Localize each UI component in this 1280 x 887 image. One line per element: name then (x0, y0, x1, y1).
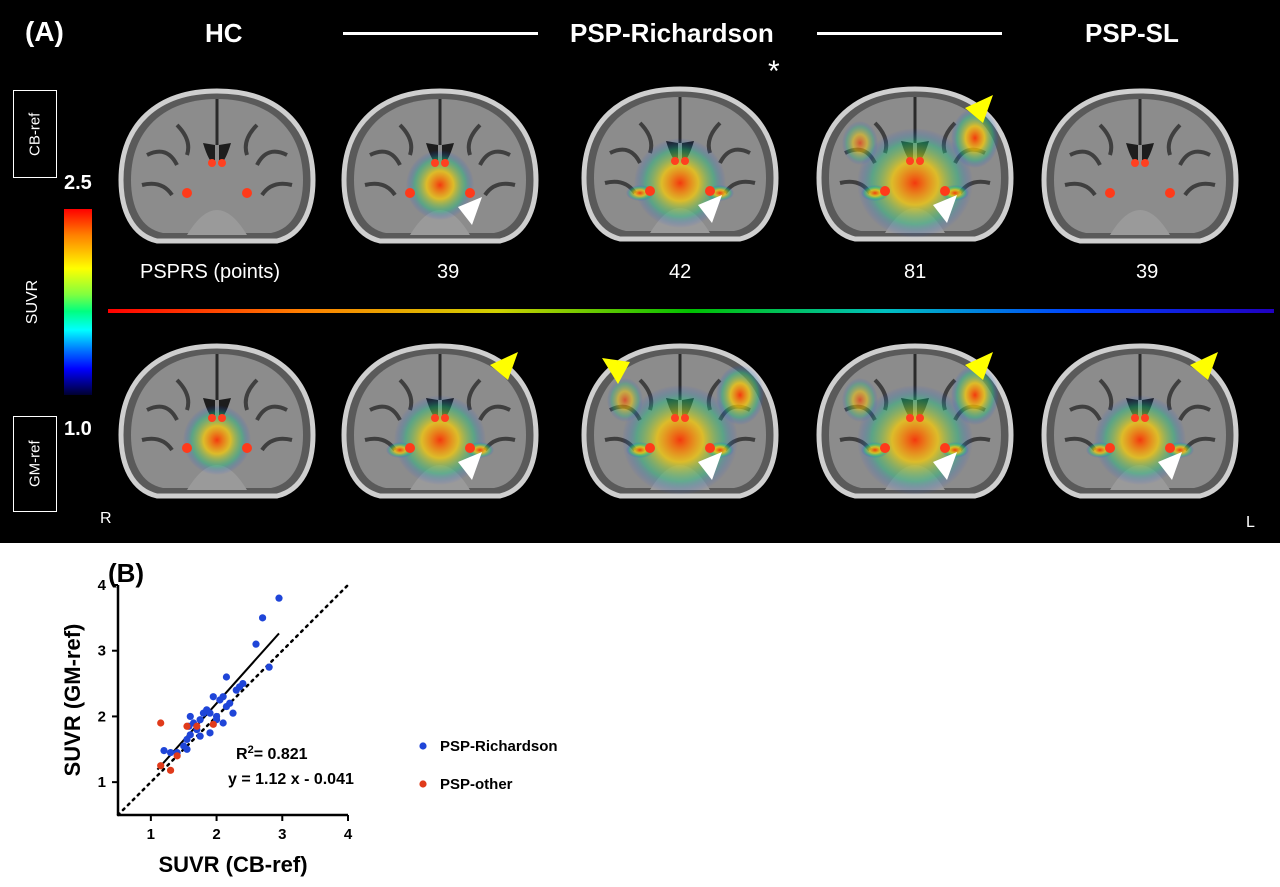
brain-scan (117, 85, 317, 245)
header-line-right (817, 32, 1002, 35)
gm-ref-label: GM-ref (26, 440, 44, 488)
orientation-left: L (1246, 514, 1255, 531)
psprs-value-1: 39 (437, 261, 460, 283)
brain-scan (340, 85, 540, 245)
data-point (209, 693, 217, 701)
psprs-value-3: 81 (904, 261, 927, 283)
data-point (183, 722, 191, 730)
data-point (196, 716, 204, 724)
x-tick-label: 4 (344, 826, 353, 843)
identity-line (116, 583, 350, 817)
gm-ref-box: GM-ref (13, 416, 57, 512)
x-tick-label: 1 (147, 826, 155, 843)
y-tick-label: 1 (98, 774, 106, 791)
psprs-value-2: 42 (669, 261, 692, 283)
legend-label: PSP-Richardson (440, 738, 558, 755)
data-point (166, 748, 175, 757)
asterisk-mark: * (768, 55, 780, 88)
brain-scan (340, 340, 540, 500)
data-point (275, 594, 283, 602)
data-point (206, 729, 214, 737)
data-point (206, 709, 214, 717)
data-point (173, 752, 181, 760)
data-point (226, 699, 234, 707)
header-line-left (343, 32, 538, 35)
data-point (219, 719, 227, 727)
equation-annotation: y = 1.12 x - 0.041 (228, 771, 354, 788)
data-point (258, 614, 267, 622)
data-point (183, 745, 191, 753)
brain-scan (1040, 340, 1240, 500)
brain-scan (117, 340, 317, 500)
colorbar-min: 1.0 (64, 418, 92, 440)
r2-annotation: R2= 0.821 (236, 744, 308, 763)
legend-marker (419, 780, 427, 788)
data-point (157, 719, 165, 727)
y-tick-label: 4 (98, 577, 107, 594)
brain-scan (815, 340, 1015, 500)
data-point (166, 766, 175, 774)
psprs-value-4: 39 (1136, 261, 1159, 283)
data-point (265, 663, 273, 671)
colorbar (64, 209, 92, 395)
data-point (219, 693, 227, 701)
y-tick-label: 3 (98, 643, 106, 660)
data-point (222, 673, 231, 681)
psprs-label: PSPRS (points) (140, 261, 281, 283)
data-point (186, 712, 194, 721)
data-point (209, 720, 217, 728)
panel-b-label: (B) (108, 558, 144, 588)
cb-ref-box: CB-ref (13, 90, 57, 178)
x-tick-label: 2 (212, 826, 220, 843)
data-point (229, 709, 237, 717)
data-point (160, 747, 168, 755)
panel-a: (A) HC PSP-Richardson PSP-SL * CB-ref GM… (0, 0, 1280, 543)
orientation-right: R (100, 510, 112, 527)
data-point (193, 722, 201, 730)
legend-marker (419, 742, 427, 750)
x-tick-label: 3 (278, 826, 286, 843)
header-hc: HC (205, 18, 243, 48)
header-psp-richardson: PSP-Richardson (570, 18, 774, 48)
legend-label: PSP-other (440, 776, 513, 793)
y-tick-label: 2 (98, 708, 106, 725)
x-axis-label: SUVR (CB-ref) (158, 852, 307, 877)
panel-a-label: (A) (25, 16, 64, 47)
data-point (239, 679, 247, 688)
cb-ref-label: CB-ref (26, 112, 44, 156)
data-point (196, 732, 204, 740)
data-point (252, 640, 260, 648)
y-axis-label: SUVR (GM-ref) (60, 624, 85, 777)
rainbow-divider (108, 309, 1274, 313)
colorbar-max: 2.5 (64, 172, 92, 194)
header-psp-sl: PSP-SL (1085, 18, 1179, 48)
colorbar-label: SUVR (24, 279, 42, 325)
data-point (186, 731, 194, 739)
brain-scan (815, 83, 1015, 243)
data-point (157, 762, 165, 770)
brain-scan (580, 340, 780, 500)
brain-scan (580, 83, 780, 243)
brain-scan (1040, 85, 1240, 245)
